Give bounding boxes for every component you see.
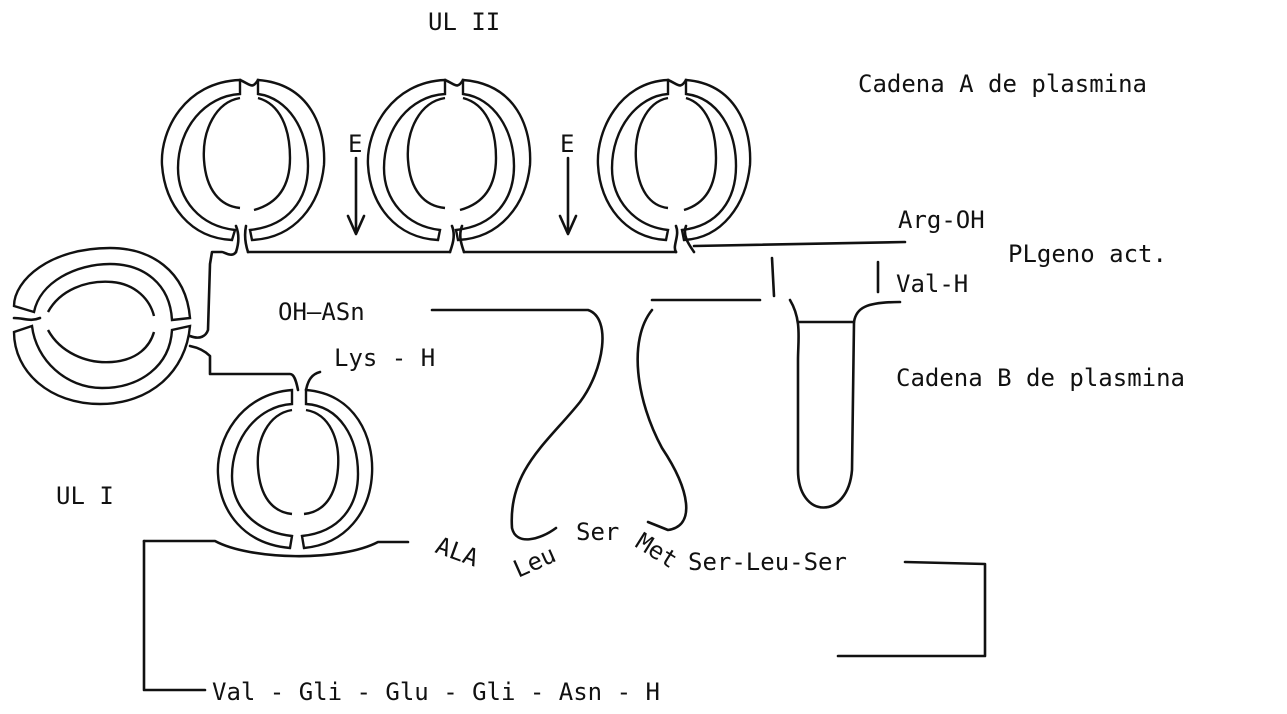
label-ul-ii: UL II [428,8,500,36]
label-met: Met [631,527,683,574]
label-oh-asn: OH—ASn [278,298,365,326]
label-leu: Leu [509,540,560,583]
backbone [144,242,985,690]
label-lys-h: Lys - H [334,344,435,372]
label-bottom-sequence: Val - Gli - Glu - Gli - Asn - H [212,678,660,706]
kringle-left [14,248,190,404]
label-cadena-b: Cadena B de plasmina [896,364,1185,392]
label-plgeno-act: PLgeno act. [1008,240,1167,268]
label-ala: ALA [432,531,483,572]
arrow-e-right [560,158,576,234]
label-e-left: E [348,130,362,158]
label-val-h: Val-H [896,270,968,298]
label-cadena-a: Cadena A de plasmina [858,70,1147,98]
kringle-top-1 [162,80,324,252]
label-ul-i: UL I [56,482,114,510]
arrow-e-left [348,158,364,234]
kringle-top-2 [368,80,530,252]
label-ser: Ser [576,518,619,546]
kringle-ul-i [218,390,372,548]
kringle-top-3 [598,80,750,252]
label-ser-leu-ser: Ser-Leu-Ser [688,548,847,576]
label-arg-oh: Arg-OH [898,206,985,234]
label-e-right: E [560,130,574,158]
